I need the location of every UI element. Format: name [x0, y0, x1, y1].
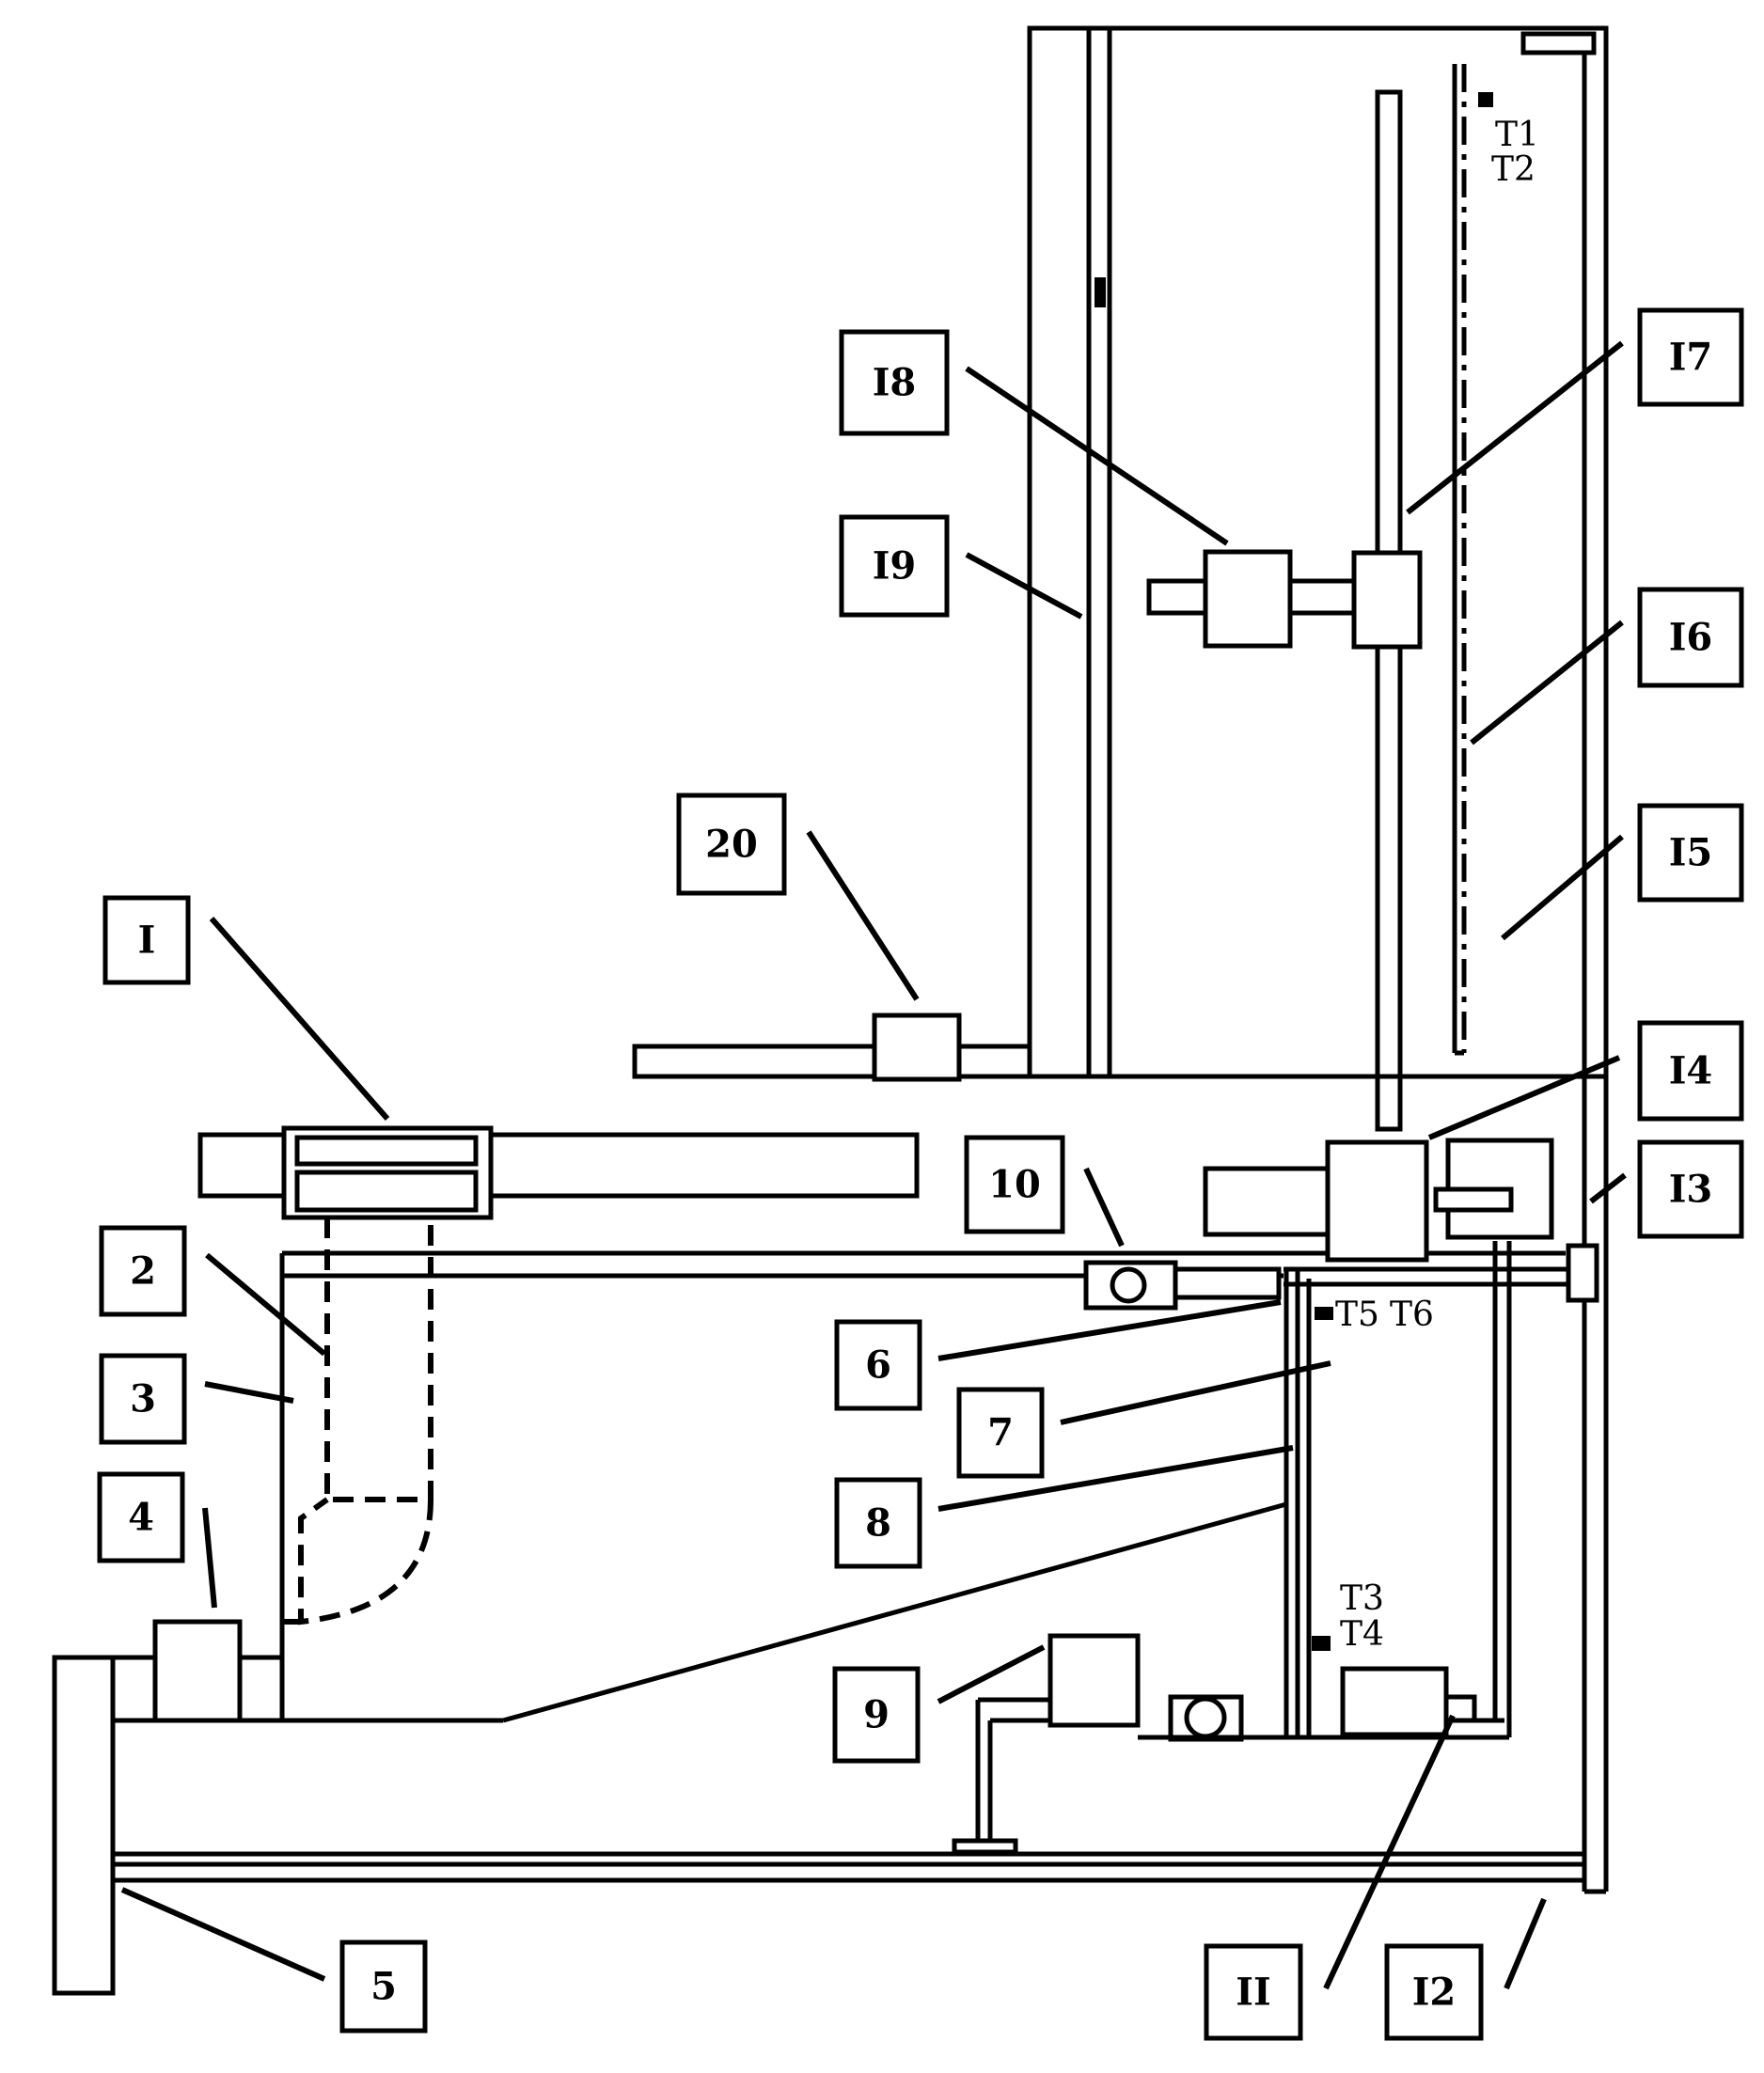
dashed-duct-2	[282, 1217, 433, 1625]
sensor-label-t4: T4	[1340, 1615, 1384, 1654]
sensor-label-t2: T2	[1491, 150, 1536, 189]
pump-9	[952, 1633, 1509, 1855]
label-10: 10	[964, 1135, 1125, 1248]
svg-text:3: 3	[130, 1377, 156, 1421]
label-11: II	[1204, 1714, 1456, 2041]
svg-text:20: 20	[705, 823, 758, 867]
svg-text:I7: I7	[1669, 336, 1713, 380]
label-6: 6	[834, 1299, 1282, 1411]
probe-16	[1452, 64, 1493, 1056]
label-8: 8	[834, 1445, 1294, 1569]
sensor-label-t1: T1	[1495, 116, 1539, 154]
label-7: 7	[956, 1360, 1331, 1479]
beam-1	[197, 1125, 920, 1220]
label-5: 5	[120, 1887, 428, 2034]
label-9: 9	[832, 1644, 1046, 1764]
label-15: I5	[1501, 803, 1744, 941]
svg-text:II: II	[1236, 1971, 1270, 2015]
rail-19	[1086, 28, 1112, 1076]
svg-text:4: 4	[128, 1496, 154, 1540]
arm-20	[632, 1013, 1032, 1082]
label-4: 4	[97, 1471, 217, 1609]
label-13: I3	[1589, 1139, 1744, 1239]
svg-text:I: I	[138, 919, 156, 963]
sensor-label-t3: T3	[1340, 1579, 1384, 1618]
svg-text:I2: I2	[1412, 1971, 1457, 2015]
lower-duct	[52, 1501, 1584, 1996]
svg-text:I3: I3	[1669, 1168, 1713, 1212]
svg-text:I6: I6	[1669, 616, 1713, 660]
svg-text:I8: I8	[873, 361, 917, 405]
valve-10	[1083, 1260, 1282, 1311]
label-12: I2	[1384, 1897, 1547, 2041]
svg-text:7: 7	[987, 1411, 1014, 1455]
svg-text:8: 8	[865, 1501, 891, 1546]
label-16: I6	[1470, 587, 1744, 746]
label-1: I	[102, 895, 390, 1121]
svg-text:5: 5	[370, 1965, 397, 2009]
pipe-13-joint	[1509, 1243, 1599, 1303]
svg-text:I5: I5	[1669, 831, 1713, 875]
pipe-12	[1582, 53, 1609, 1894]
svg-text:I4: I4	[1669, 1049, 1713, 1093]
label-14: I4	[1427, 1020, 1744, 1140]
block-14	[1203, 1138, 1554, 1263]
sensor-label-t6: T6	[1390, 1296, 1434, 1334]
label-20: 20	[676, 793, 920, 1001]
arm-18	[1146, 549, 1423, 650]
svg-text:6: 6	[865, 1343, 891, 1388]
outlet-11	[1340, 1241, 1512, 1737]
sensor-label-t5: T5	[1335, 1296, 1379, 1334]
label-18: I8	[839, 329, 1229, 546]
svg-text:I9: I9	[873, 544, 917, 589]
label-3: 3	[99, 1353, 294, 1445]
svg-text:9: 9	[863, 1693, 890, 1737]
label-19: I9	[839, 514, 1083, 620]
svg-text:10: 10	[988, 1163, 1041, 1207]
svg-text:2: 2	[130, 1249, 156, 1294]
label-2: 2	[99, 1225, 326, 1357]
label-17: I7	[1406, 307, 1744, 515]
